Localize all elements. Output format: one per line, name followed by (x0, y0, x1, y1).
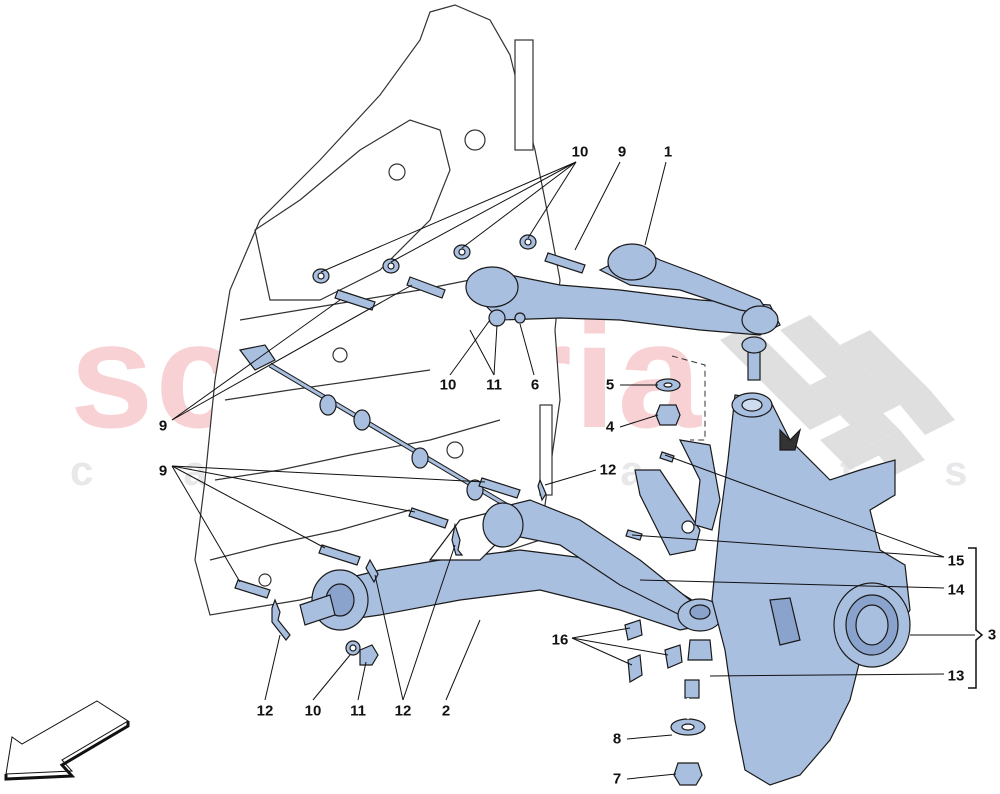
checkered-flag-background (720, 315, 955, 475)
callout-15[interactable]: 15 (947, 552, 965, 570)
callout-10-mid[interactable]: 10 (439, 376, 457, 394)
hub-carrier (711, 392, 911, 786)
callout-9-left[interactable]: 9 (158, 417, 168, 435)
callout-11-bottom[interactable]: 11 (350, 702, 366, 720)
callout-7[interactable]: 7 (612, 770, 622, 788)
callout-12-upper[interactable]: 12 (599, 461, 617, 479)
arrow-down-left-icon (4, 700, 130, 781)
dashed-guide (671, 355, 706, 441)
callout-10-top[interactable]: 10 (571, 143, 589, 161)
lower-fasteners (234, 378, 706, 786)
callout-11-mid[interactable]: 11 (486, 376, 502, 394)
callout-5[interactable]: 5 (605, 376, 615, 394)
callout-3[interactable]: 3 (987, 626, 997, 644)
callout-8[interactable]: 8 (612, 730, 622, 748)
callout-2[interactable]: 2 (441, 702, 451, 720)
callout-12-bottom[interactable]: 12 (394, 702, 412, 720)
callout-10-bottom[interactable]: 10 (304, 702, 322, 720)
lower-wishbone (299, 499, 723, 699)
washers-and-pins-top (312, 234, 586, 327)
callout-9-top[interactable]: 9 (617, 143, 627, 161)
upper-wishbone (465, 243, 781, 381)
callout-6[interactable]: 6 (530, 376, 540, 394)
callout-9-lower[interactable]: 9 (158, 462, 168, 480)
callout-1[interactable]: 1 (663, 143, 673, 161)
callout-4[interactable]: 4 (605, 418, 615, 436)
group-brace-3 (968, 547, 984, 689)
leader-lines (171, 161, 975, 780)
callout-12-left[interactable]: 12 (256, 702, 274, 720)
callout-14[interactable]: 14 (947, 581, 965, 599)
callout-13[interactable]: 13 (947, 667, 965, 685)
callout-16[interactable]: 16 (551, 631, 569, 649)
